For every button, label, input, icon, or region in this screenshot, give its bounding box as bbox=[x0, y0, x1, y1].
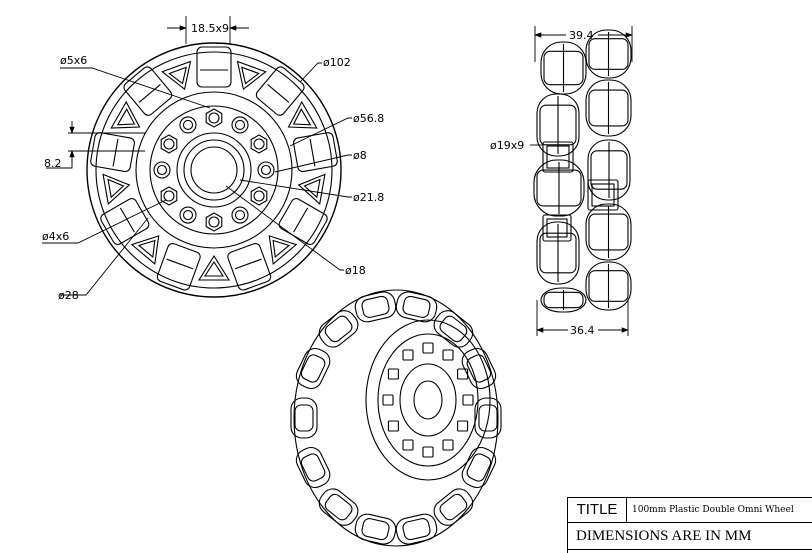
front-view bbox=[86, 42, 342, 298]
iso-roller bbox=[354, 513, 397, 545]
iso-bolt bbox=[422, 342, 434, 354]
dim-counterbore: ø18 bbox=[345, 264, 366, 277]
isometric-view bbox=[290, 289, 502, 547]
iso-roller bbox=[461, 446, 497, 489]
front-window bbox=[297, 173, 326, 205]
iso-roller bbox=[474, 397, 502, 439]
iso-roller bbox=[295, 446, 331, 489]
hex-nut bbox=[160, 134, 178, 154]
front-dimension-lines bbox=[42, 16, 352, 296]
iso-roller bbox=[354, 291, 397, 323]
dim-bore: ø8 bbox=[353, 149, 367, 162]
bolt-hole bbox=[257, 161, 275, 179]
title-label: TITLE bbox=[568, 498, 627, 522]
front-window bbox=[287, 100, 318, 129]
iso-roller bbox=[290, 397, 318, 439]
iso-bolt bbox=[422, 446, 434, 458]
bolt-hole bbox=[153, 161, 171, 179]
hex-nut bbox=[205, 212, 223, 232]
side-roller bbox=[533, 159, 585, 217]
iso-bolt bbox=[402, 349, 414, 361]
dim-flat-height: 8.2 bbox=[44, 157, 62, 170]
iso-roller bbox=[318, 488, 359, 526]
dim-side-width-top: 39.4 bbox=[569, 29, 594, 42]
dim-side-width-bottom: 36.4 bbox=[570, 324, 595, 337]
iso-roller bbox=[433, 310, 474, 348]
title-block-divider bbox=[568, 549, 812, 551]
iso-bolt bbox=[387, 368, 399, 380]
title-row: TITLE 100mm Plastic Double Omni Wheel bbox=[568, 498, 812, 523]
iso-bolt bbox=[442, 439, 454, 451]
bolt-hole bbox=[179, 116, 197, 134]
bolt-hole bbox=[231, 206, 249, 224]
dim-outer-diameter: ø102 bbox=[323, 56, 351, 69]
iso-roller bbox=[395, 291, 438, 323]
dim-inner-circle: ø28 bbox=[58, 289, 79, 302]
side-hub-block bbox=[587, 179, 619, 211]
front-roller bbox=[156, 243, 201, 291]
dim-bolt-circle-small: ø5x6 bbox=[60, 54, 87, 67]
front-window bbox=[236, 60, 267, 91]
units-note: DIMENSIONS ARE IN MM bbox=[576, 528, 752, 544]
front-roller bbox=[255, 66, 305, 116]
hex-nut bbox=[160, 186, 178, 206]
bolt-hole bbox=[179, 206, 197, 224]
iso-bolt bbox=[457, 420, 469, 432]
iso-bolt bbox=[382, 394, 394, 406]
front-window bbox=[268, 235, 298, 265]
side-view bbox=[533, 29, 632, 313]
side-roller bbox=[536, 221, 580, 285]
dimension-labels: 18.5x9 ø5x6 ø102 ø56.8 8.2 ø8 ø21.8 ø4x6… bbox=[42, 22, 595, 337]
side-dimension-lines bbox=[530, 26, 633, 336]
front-window bbox=[198, 254, 230, 281]
iso-bolt bbox=[462, 394, 474, 406]
dim-hub-slot: 18.5x9 bbox=[191, 22, 229, 35]
front-roller bbox=[227, 243, 272, 291]
side-hub-block bbox=[542, 141, 574, 173]
side-roller bbox=[585, 261, 632, 311]
front-window bbox=[110, 100, 141, 129]
iso-bolt bbox=[402, 439, 414, 451]
iso-bolt bbox=[387, 420, 399, 432]
front-window bbox=[102, 173, 131, 205]
hex-nut bbox=[250, 134, 268, 154]
dim-roller-size: ø19x9 bbox=[490, 139, 524, 152]
front-roller bbox=[90, 132, 135, 173]
iso-roller bbox=[433, 488, 474, 526]
front-roller bbox=[123, 66, 173, 116]
front-window bbox=[130, 235, 160, 265]
side-roller bbox=[540, 287, 587, 313]
side-roller bbox=[585, 203, 632, 261]
dim-hub-outer: ø21.8 bbox=[353, 191, 384, 204]
hex-nut bbox=[250, 186, 268, 206]
iso-bolt bbox=[457, 368, 469, 380]
front-window bbox=[161, 60, 192, 91]
front-roller bbox=[196, 46, 232, 88]
hex-nut bbox=[205, 108, 223, 128]
side-roller bbox=[585, 29, 632, 79]
title-value: 100mm Plastic Double Omni Wheel bbox=[632, 505, 794, 515]
iso-roller bbox=[318, 310, 359, 348]
side-roller bbox=[536, 93, 580, 157]
side-hub-block bbox=[542, 214, 572, 242]
side-roller bbox=[585, 79, 632, 137]
bolt-hole bbox=[231, 116, 249, 134]
side-roller bbox=[540, 41, 587, 95]
title-block: TITLE 100mm Plastic Double Omni Wheel DI… bbox=[567, 497, 812, 553]
iso-bolt bbox=[442, 349, 454, 361]
dim-mount-holes: ø4x6 bbox=[42, 230, 69, 243]
side-roller bbox=[587, 139, 631, 201]
iso-roller bbox=[295, 347, 331, 390]
iso-roller bbox=[395, 513, 438, 545]
dim-pitch-circle: ø56.8 bbox=[353, 112, 384, 125]
